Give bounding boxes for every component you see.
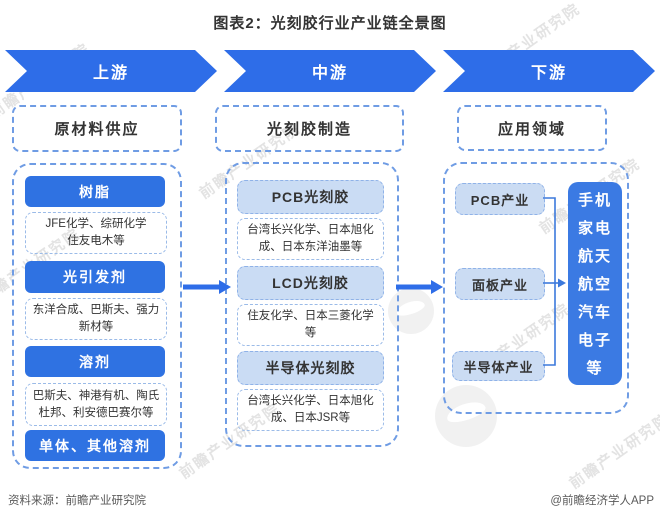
flow-arrow-upstream-midstream [183,280,231,294]
flow-arrow-midstream-downstream [396,280,443,294]
downstream-industry-semiconductor: 半导体产业 [452,351,545,381]
midstream-product-lcd: LCD光刻胶 [237,266,384,300]
credit-note: @前瞻经济学人APP [550,495,654,507]
source-note: 资料来源：前瞻产业研究院 [8,495,146,507]
midstream-header: 光刻胶制造 [215,105,404,152]
midstream-makers-pcb: 台湾长兴化学、日本旭化 成、日本东洋油墨等 [237,218,384,260]
banner-midstream: 中游 [224,50,436,92]
downstream-industry-pcb: PCB产业 [455,183,545,215]
upstream-category-solvent: 溶剂 [25,346,165,377]
page-title: 图表2：光刻胶行业产业链全景图 [213,15,447,32]
downstream-header: 应用领域 [457,105,607,151]
midstream-container [225,162,399,447]
stage-banner: 上游 中游 下游 [5,50,655,92]
upstream-header: 原材料供应 [12,105,182,152]
midstream-product-pcb: PCB光刻胶 [237,180,384,214]
upstream-suppliers-solvent: 巴斯夫、神港有机、陶氏 杜邦、利安德巴赛尔等 [25,383,167,426]
banner-downstream: 下游 [443,50,655,92]
midstream-product-semiconductor: 半导体光刻胶 [237,351,384,385]
downstream-industry-panel: 面板产业 [455,268,545,300]
upstream-category-resin: 树脂 [25,176,165,207]
upstream-category-photoinitiator: 光引发剂 [25,261,165,293]
watermark-text: 前瞻产业研究院 [566,410,660,493]
downstream-container [443,162,629,414]
upstream-suppliers-photoinitiator: 东洋合成、巴斯夫、强力 新材等 [25,298,167,340]
midstream-makers-semiconductor: 台湾长兴化学、日本旭化 成、日本JSR等 [237,389,384,431]
banner-upstream: 上游 [5,50,217,92]
upstream-suppliers-resin: JFE化学、综研化学 住友电木等 [25,212,167,254]
downstream-applications: 手机 家电 航天 航空 汽车 电子 等 [568,182,622,385]
upstream-container [12,163,182,469]
upstream-category-monomer: 单体、其他溶剂 [25,430,165,461]
midstream-makers-lcd: 住友化学、日本三菱化学 等 [237,304,384,346]
